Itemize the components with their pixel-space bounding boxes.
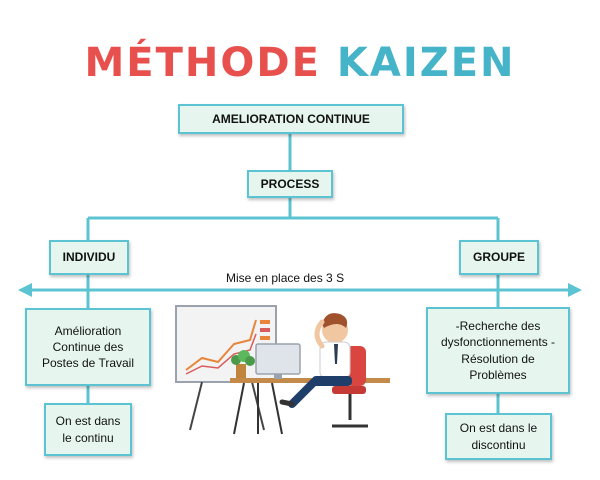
title-part-2: KAIZEN	[336, 40, 516, 86]
axis-label: Mise en place des 3 S	[226, 271, 345, 285]
office-illustration	[175, 305, 390, 435]
axis-arrow-left	[18, 283, 32, 297]
node-groupe-detail: -Recherche des dysfonctionnements - Réso…	[426, 307, 570, 394]
page-title: MÉTHODE KAIZEN	[0, 40, 600, 86]
title-part-1: MÉTHODE	[84, 40, 321, 86]
chair-icon	[332, 346, 368, 428]
node-groupe: GROUPE	[459, 240, 539, 275]
node-individu: INDIVIDU	[49, 240, 129, 275]
node-root: AMELIORATION CONTINUE	[178, 104, 404, 134]
node-individu-mode: On est dans le continu	[44, 403, 132, 456]
node-individu-detail: Amélioration Continue des Postes de Trav…	[25, 308, 151, 386]
node-process: PROCESS	[247, 170, 333, 198]
monitor-icon	[255, 343, 301, 379]
plant-icon	[231, 350, 255, 378]
node-groupe-mode: On est dans le discontinu	[445, 413, 552, 460]
axis-arrow-right	[568, 283, 582, 297]
person-icon	[279, 313, 352, 408]
